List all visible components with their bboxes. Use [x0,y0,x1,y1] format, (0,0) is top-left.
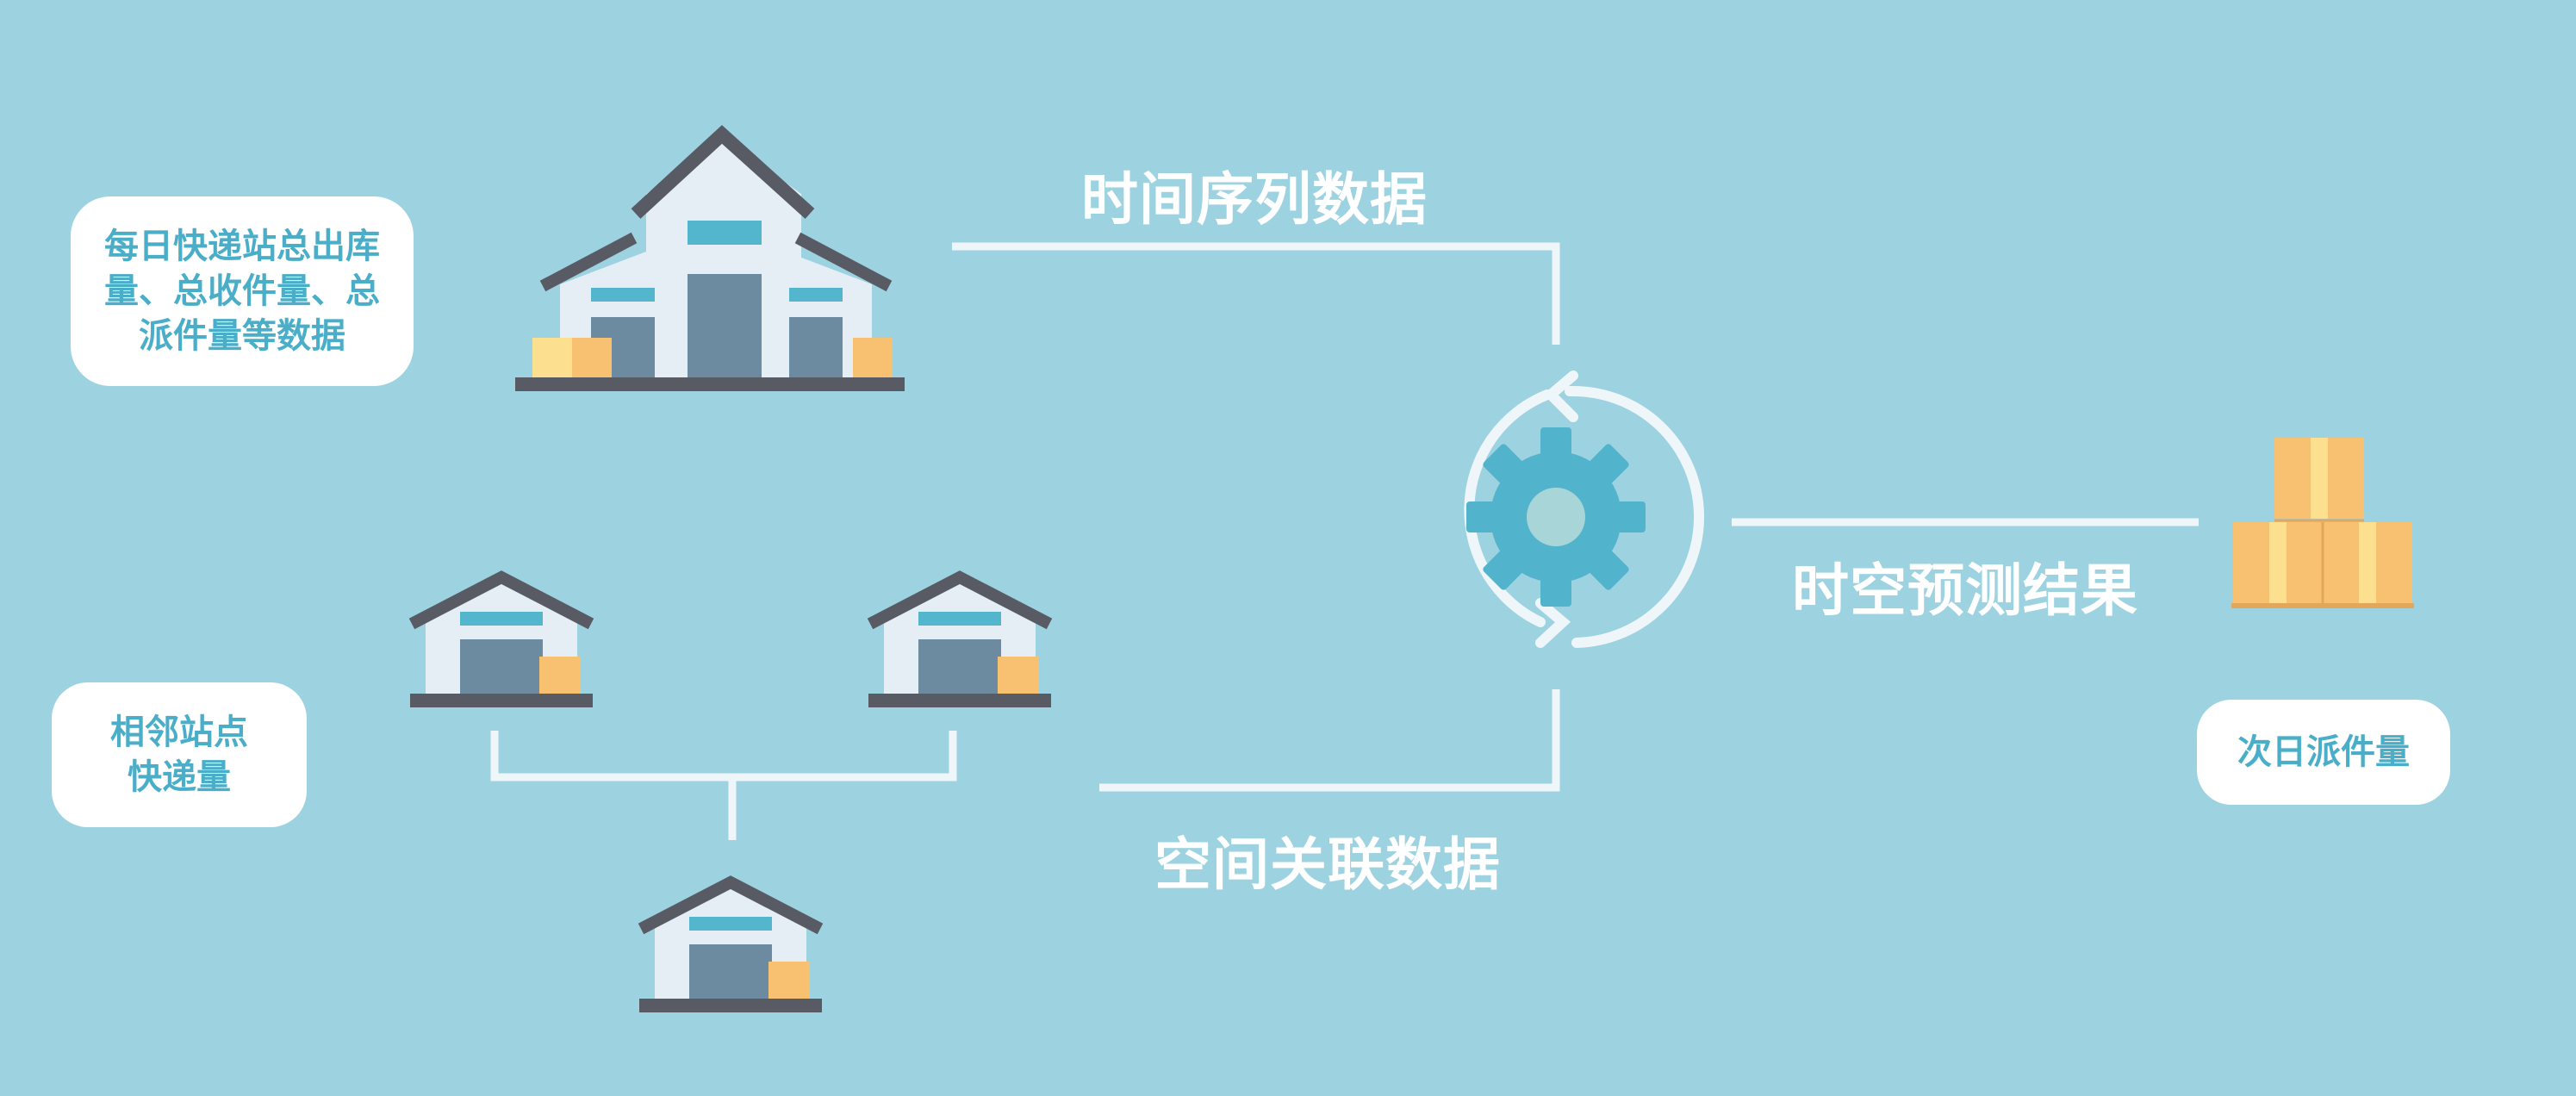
connector-lines [490,242,2199,840]
time-series-label: 时间序列数据 [1081,166,1428,233]
spatial-connector [1099,689,1560,792]
neighbor-bracket [490,731,957,782]
daily-station-data-text: 每日快递站总出库 量、总收件量、总 派件量等数据 [104,227,380,356]
package-stack-icon [2231,438,2414,608]
warehouse-icon-left [410,577,593,707]
neighbor-volume-text: 相邻站点 快递量 [110,713,248,797]
time-series-connector [952,242,1560,345]
next-day-volume-text: 次日派件量 [2237,732,2410,772]
result-label: 时空预测结果 [1792,557,2138,624]
large-warehouse-icon [515,125,905,391]
warehouse-icon-bottom [639,882,822,1012]
neighbor-volume-note: 相邻站点 快递量 [52,682,307,827]
daily-station-data-note: 每日快递站总出库 量、总收件量、总 派件量等数据 [71,196,414,386]
gear-icon [1466,427,1646,607]
spatial-label: 空间关联数据 [1154,831,1501,898]
next-day-volume-note: 次日派件量 [2197,700,2450,805]
warehouse-icon-right [868,577,1051,707]
